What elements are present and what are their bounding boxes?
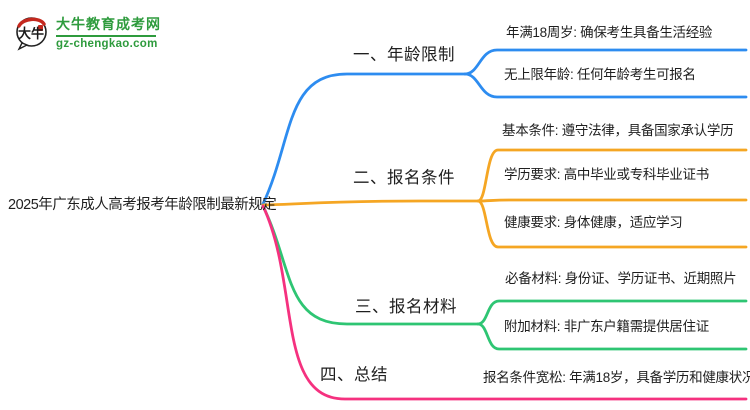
branch-4-connector	[261, 204, 748, 401]
leaf-age-no-upper-limit: 无上限年龄: 任何年龄考生可报名	[504, 67, 696, 82]
leaf-health-requirement: 健康要求: 身体健康，适应学习	[504, 215, 683, 230]
leaf-age-minimum: 年满18周岁: 确保考生具备生活经验	[506, 25, 713, 40]
branch-2-leaf-1-underline	[476, 148, 748, 203]
branch-1-connector	[261, 72, 467, 206]
branch-1-leaf-2-underline	[463, 72, 748, 99]
branch-3-leaf-2-underline	[476, 322, 748, 351]
branch-2-leaf-2-underline	[476, 198, 748, 203]
site-url: gz-chengkao.com	[56, 38, 158, 50]
site-name: 大牛教育成考网	[56, 16, 161, 32]
leaf-additional-materials: 附加材料: 非广东户籍需提供居住证	[504, 319, 709, 334]
branch-2-label: 二、报名条件	[353, 169, 455, 187]
root-node: 2025年广东成人高考报考年龄限制最新规定	[8, 197, 277, 213]
logo-icon-text: 大牛	[18, 26, 44, 41]
branch-1-label: 一、年龄限制	[353, 46, 455, 64]
leaf-education-requirement: 学历要求: 高中毕业或专科毕业证书	[504, 167, 709, 182]
branch-3-label: 三、报名材料	[355, 298, 457, 316]
site-logo[interactable]: 大牛 大牛教育成考网 gz-chengkao.com	[14, 14, 161, 52]
leaf-required-materials: 必备材料: 身份证、学历证书、近期照片	[505, 271, 737, 286]
logo-text-block: 大牛教育成考网 gz-chengkao.com	[56, 14, 161, 50]
leaf-summary: 报名条件宽松: 年满18岁，具备学历和健康状况	[483, 370, 750, 385]
branch-2-connector	[261, 199, 480, 207]
branch-2-leaf-3-underline	[476, 199, 748, 249]
logo-divider	[56, 35, 156, 37]
branch-1-leaf-1-underline	[463, 48, 748, 76]
leaf-basic-conditions: 基本条件: 遵守法律，具备国家承认学历	[502, 123, 734, 138]
branch-4-label: 四、总结	[320, 366, 388, 384]
daniu-logo-icon: 大牛	[16, 17, 47, 51]
